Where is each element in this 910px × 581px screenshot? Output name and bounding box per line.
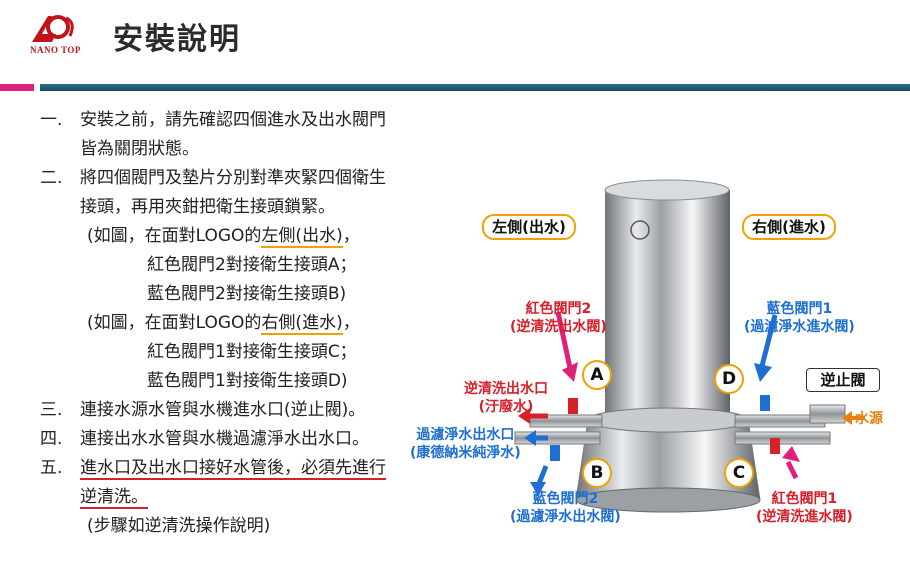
right-note-line2: 紅色閥門1對接衛生接頭C； xyxy=(147,342,357,362)
step-text: 逆清洗。 xyxy=(80,487,148,509)
filtered-outlet-title: 過濾淨水出水口 xyxy=(416,427,515,443)
header-accent-bar xyxy=(0,84,34,91)
blue-valve-2-label: 藍色閥門2 (過濾淨水出水閥) xyxy=(510,490,621,526)
red-valve-2-title: 紅色閥門2 xyxy=(525,301,592,317)
step-number: 五. xyxy=(40,458,63,478)
header-divider-bar xyxy=(40,84,910,91)
backwash-outlet-sub: (汙廢水) xyxy=(478,399,534,415)
right-side-label: 右側(進水) xyxy=(742,214,836,240)
step-text: 接頭，再用夾鉗把衛生接頭鎖緊。 xyxy=(80,197,335,217)
right-note-suffix: ， xyxy=(342,313,360,333)
left-note-suffix: ， xyxy=(342,226,360,246)
marker-d: D xyxy=(714,364,744,394)
blue-valve-2-sub: (過濾淨水出水閥) xyxy=(510,509,621,525)
blue-valve-1-sub: (過濾淨水進水閥) xyxy=(744,319,855,335)
left-note: (如圖，在面對LOGO的左側(出水)， 紅色閥門2對接衛生接頭A； 藍色閥門2對… xyxy=(40,222,460,309)
marker-b: B xyxy=(582,458,612,488)
water-source-label: 水源 xyxy=(855,411,883,427)
step-1: 一. 安裝之前，請先確認四個進水及出水閥門 皆為關閉狀態。 xyxy=(40,106,460,164)
right-side-highlight: 右側(進水) xyxy=(261,313,343,335)
right-note-line3: 藍色閥門1對接衛生接頭D) xyxy=(147,371,348,391)
red-valve-2-label: 紅色閥門2 (逆清洗出水閥) xyxy=(510,300,607,336)
footer-note: (步驟如逆清洗操作說明) xyxy=(87,516,271,536)
left-note-prefix: (如圖，在面對LOGO的 xyxy=(87,226,262,246)
step-number: 一. xyxy=(40,110,63,130)
left-note-line2: 紅色閥門2對接衛生接頭A； xyxy=(147,255,357,275)
red-valve-1-title: 紅色閥門1 xyxy=(771,491,838,507)
left-side-label: 左側(出水) xyxy=(482,214,576,240)
right-note: (如圖，在面對LOGO的右側(進水)， 紅色閥門1對接衛生接頭C； 藍色閥門1對… xyxy=(40,309,460,396)
backwash-outlet-title: 逆清洗出水口 xyxy=(464,381,548,397)
right-note-prefix: (如圖，在面對LOGO的 xyxy=(87,313,262,333)
blue-valve-1-label: 藍色閥門1 (過濾淨水進水閥) xyxy=(744,300,855,336)
brand-name: NANO TOP xyxy=(30,45,81,55)
step-text: 連接出水水管與水機過濾淨水出水口。 xyxy=(80,429,369,449)
blue-valve-2-title: 藍色閥門2 xyxy=(532,491,599,507)
step-text: 將四個閥門及墊片分別對準夾緊四個衛生 xyxy=(80,168,386,188)
right-note-line1: (如圖，在面對LOGO的右側(進水)， xyxy=(87,309,460,338)
filtered-outlet-sub: (康德納米純淨水) xyxy=(410,445,521,461)
blue-valve-1-title: 藍色閥門1 xyxy=(766,301,833,317)
red-valve-1-label: 紅色閥門1 (逆清洗進水閥) xyxy=(756,490,853,526)
backwash-outlet-label: 逆清洗出水口 (汙廢水) xyxy=(464,380,548,416)
step-3: 三. 連接水源水管與水機進水口(逆止閥)。 xyxy=(40,396,460,425)
page-title: 安裝說明 xyxy=(113,22,241,57)
check-valve-label: 逆止閥 xyxy=(806,368,880,392)
left-side-highlight: 左側(出水) xyxy=(261,226,343,248)
brand-logo xyxy=(28,12,78,46)
step-5: 五. 進水口及出水口接好水管後，必須先進行 逆清洗。 xyxy=(40,454,460,512)
left-note-line1: (如圖，在面對LOGO的左側(出水)， xyxy=(87,222,460,251)
step-text: 進水口及出水口接好水管後，必須先進行 xyxy=(80,458,386,480)
step-number: 四. xyxy=(40,429,63,449)
left-note-line3: 藍色閥門2對接衛生接頭B) xyxy=(147,284,347,304)
step-text: 連接水源水管與水機進水口(逆止閥)。 xyxy=(80,400,366,420)
filter-diagram: 左側(出水) 右側(進水) 逆止閥 紅色閥門2 (逆清洗出水閥) 藍色閥門1 (… xyxy=(410,170,910,550)
filter-illustration xyxy=(514,179,865,513)
logo-mark-icon xyxy=(32,15,74,42)
marker-c: C xyxy=(724,458,754,488)
arrow-icon xyxy=(518,311,865,496)
step-number: 二. xyxy=(40,168,63,188)
step-4: 四. 連接出水水管與水機過濾淨水出水口。 xyxy=(40,425,460,454)
red-valve-1-sub: (逆清洗進水閥) xyxy=(756,509,853,525)
marker-a: A xyxy=(582,360,612,390)
instructions: 一. 安裝之前，請先確認四個進水及出水閥門 皆為關閉狀態。 二. 將四個閥門及墊… xyxy=(40,106,460,541)
step-text: 安裝之前，請先確認四個進水及出水閥門 xyxy=(80,110,386,130)
step-number: 三. xyxy=(40,400,63,420)
step-text: 皆為關閉狀態。 xyxy=(80,139,199,159)
step-2: 二. 將四個閥門及墊片分別對準夾緊四個衛生 接頭，再用夾鉗把衛生接頭鎖緊。 xyxy=(40,164,460,222)
red-valve-2-sub: (逆清洗出水閥) xyxy=(510,319,607,335)
filtered-outlet-label: 過濾淨水出水口 (康德納米純淨水) xyxy=(410,426,521,462)
